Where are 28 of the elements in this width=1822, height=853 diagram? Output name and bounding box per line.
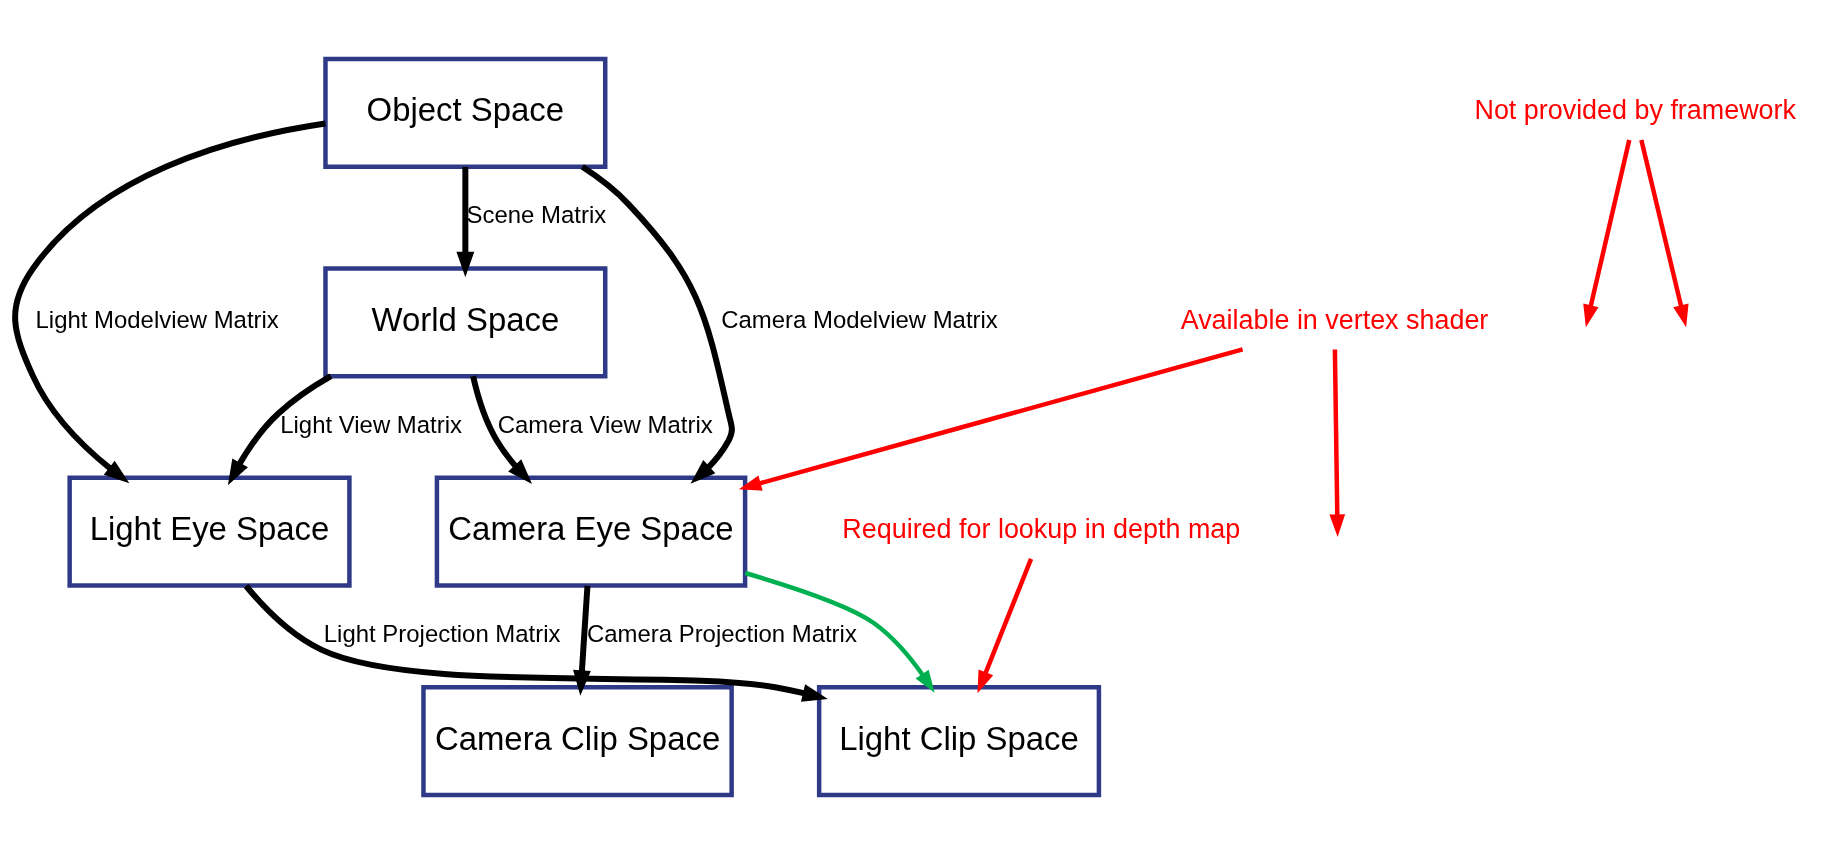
edge-label: Scene Matrix	[466, 200, 607, 228]
node-text: Not provided by framework	[1474, 94, 1796, 125]
edge-label: Camera Projection Matrix	[586, 619, 857, 647]
arrow	[456, 166, 475, 277]
arrow	[243, 583, 828, 702]
arrow	[470, 375, 532, 484]
arrow	[1329, 348, 1346, 537]
edge-label: Camera Modelview Matrix	[721, 305, 998, 333]
node-text: Available in vertex shader	[1180, 304, 1489, 335]
node-box: Light Clip Space	[816, 684, 1102, 797]
edge-label: Light Projection Matrix	[323, 619, 561, 647]
edge-label: Light View Matrix	[280, 410, 462, 438]
node-box: Camera Eye Space	[434, 475, 748, 588]
arrow	[744, 570, 935, 693]
arrow	[580, 163, 735, 484]
arrow	[977, 557, 1034, 693]
arrow	[738, 346, 1244, 491]
arrow	[1639, 139, 1689, 327]
arrow	[1583, 139, 1632, 327]
arrow	[227, 373, 333, 485]
node-box: World Space	[323, 265, 608, 378]
edge-label: Camera View Matrix	[497, 410, 713, 438]
node-box: Object Space	[323, 56, 608, 169]
arrow	[12, 120, 326, 483]
node-box: Light Eye Space	[67, 475, 352, 588]
node-text: Required for lookup in depth map	[842, 513, 1241, 544]
node-box: Camera Clip Space	[421, 684, 734, 797]
edge-label: Light Modelview Matrix	[35, 305, 279, 333]
